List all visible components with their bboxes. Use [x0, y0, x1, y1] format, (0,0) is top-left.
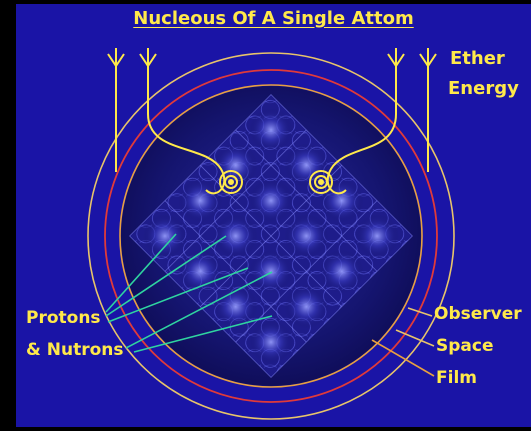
- space-label: Space: [436, 336, 494, 356]
- film-label: Film: [436, 368, 477, 388]
- neutrons-label: & Nutrons: [26, 340, 124, 360]
- ether-arrows-left: [107, 48, 226, 195]
- observer-label: Observer: [434, 304, 522, 324]
- energy-label: Energy: [448, 78, 519, 99]
- spiral-left: [219, 170, 243, 194]
- outer-ring: [87, 52, 455, 420]
- middle-ring: [104, 69, 438, 403]
- diagram-slide: Nucleous Of A Single Attom Ether Energy …: [16, 4, 531, 427]
- proton-pointer-lines: [105, 233, 273, 353]
- nucleus-lattice: [129, 94, 413, 378]
- spiral-right: [309, 170, 333, 194]
- ether-label: Ether: [450, 48, 505, 69]
- ether-arrows-right: [326, 48, 437, 195]
- nucleus-diagram: [87, 48, 455, 420]
- diagram-title: Nucleous Of A Single Attom: [133, 8, 414, 29]
- protons-label: Protons: [26, 308, 101, 328]
- ring-pointer-lines: [371, 307, 435, 377]
- inner-ring: [119, 84, 423, 388]
